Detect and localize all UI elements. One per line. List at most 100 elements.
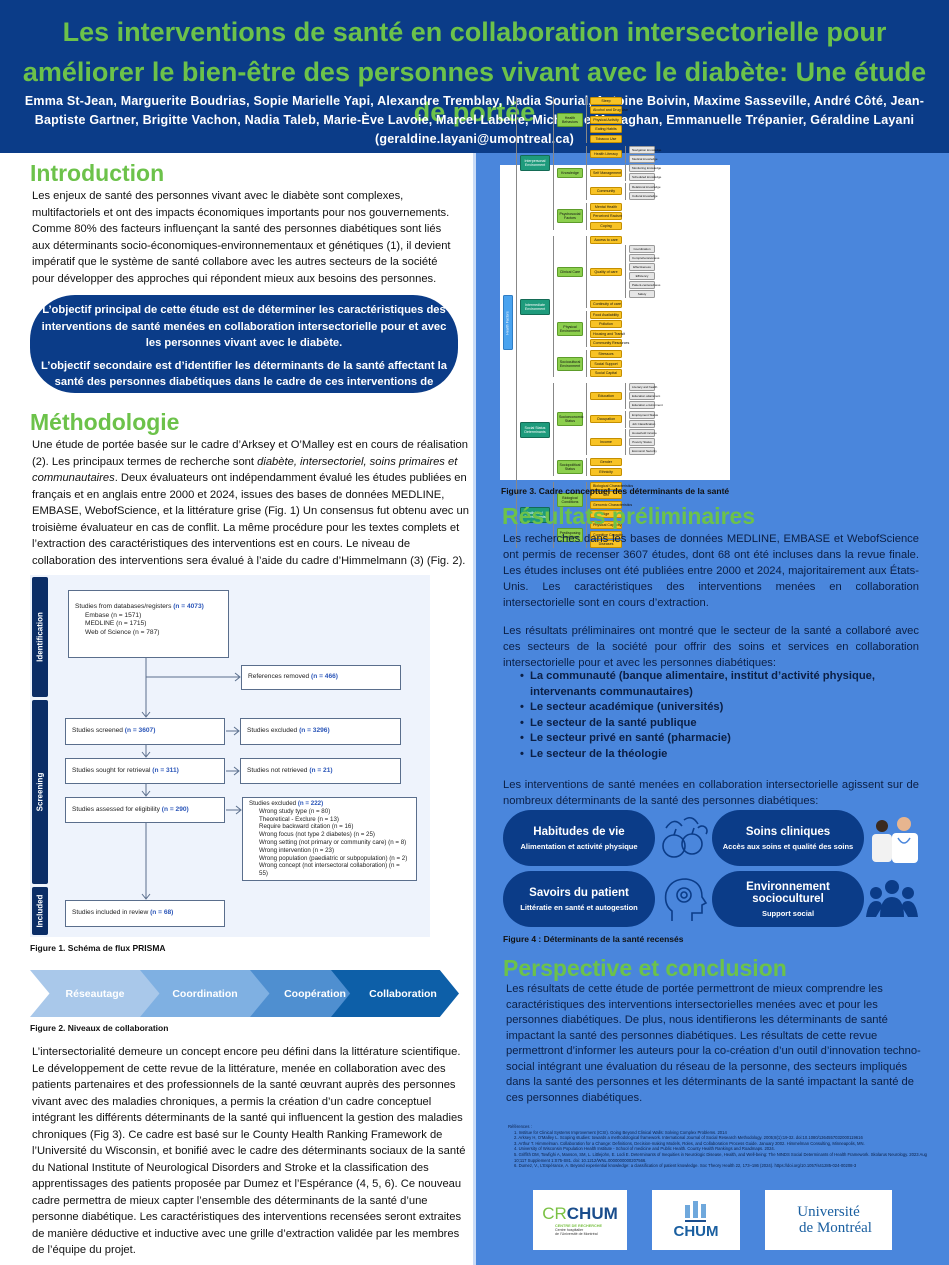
tree-leaf-row: Social Capital [590, 369, 622, 378]
tree-leaf: Education [590, 392, 622, 401]
tree-leaf-row: Community Resources [590, 339, 629, 348]
tree-leaf-row: Physical Activity [590, 115, 622, 124]
poster-header: Les interventions de santé en collaborat… [0, 0, 949, 153]
reference-item: 1. Institue for Clinical Systems Improve… [514, 1129, 727, 1135]
tree-leaf: Pollution [590, 320, 622, 329]
authors: Emma St-Jean, Marguerite Boudrias, Sopie… [24, 94, 925, 146]
tree-leaf: Access to care [590, 235, 622, 244]
prisma-removed-box: References removed (n = 466) [241, 665, 401, 690]
prisma-excluded-box: Studies excluded (n = 3296) [240, 718, 401, 745]
tree-leaf-row: Gender [590, 458, 622, 467]
tree-detail: Education environment [629, 401, 663, 410]
tree-subcategory: Predisposing Conditions [557, 527, 583, 542]
prisma-included-box: Studies included in review (n = 68) [65, 900, 225, 927]
tree-root: Health Factors [503, 295, 513, 350]
tree-detail: Economic Security [629, 447, 657, 456]
tree-leaf-row: Cognitive Capacity [590, 530, 623, 539]
tree-detail: Household income [629, 429, 657, 438]
tree-detail: Navigation knowledge [629, 145, 661, 154]
people-group-icon [866, 880, 918, 917]
tree-detail: Safety [629, 290, 655, 299]
tree-subcategory: Knowledge [557, 167, 583, 178]
objective-box: L’objectif principal de cette étude est … [30, 295, 458, 405]
tree-leaf: Diseases [590, 540, 622, 549]
prisma-excluded-reasons-box: Studies excluded (n = 222) Wrong study t… [242, 797, 417, 881]
conclusion-heading: Perspective et conclusion [503, 955, 787, 981]
tree-leaf: Alcohol and Drug Use [590, 106, 628, 115]
tree-subcategory: Psychosocial Factors [557, 209, 583, 224]
references-label: Références : [508, 1124, 532, 1129]
tree-detail: Monitoring knowledge [629, 164, 661, 173]
prisma-diagram: Identification Screening Included Studie… [30, 575, 430, 937]
results-text-1: Les recherches dans les bases de données… [503, 533, 919, 609]
tree-detail: Job Classification [629, 419, 655, 428]
tree-leaf: Social Capital [590, 369, 622, 378]
results-text-3: Les interventions de santé menées en col… [503, 779, 919, 807]
tree-leaf: Health Literacy [590, 150, 622, 159]
tree-leaf: Cognitive Capacity [590, 530, 623, 539]
figure1-caption: Figure 1. Schéma de flux PRISMA [30, 943, 166, 953]
tree-leaf: Tobacco Use [590, 134, 622, 143]
tree-subcategory: Physical Environment [557, 322, 583, 336]
tree-leaf-row: Perceived Racism [590, 212, 622, 221]
tree-leaf: Food Availability [590, 310, 622, 319]
tree-category: Intermediate Environment [520, 298, 550, 315]
tree-detail: Comprehensiveness [629, 254, 659, 263]
tree-leaf-row: Housing and Transit [590, 329, 625, 338]
tree-leaf-row: Tobacco Use [590, 134, 622, 143]
tree-leaf: Social Support [590, 359, 622, 368]
intro-heading: Introduction [30, 160, 165, 186]
method-text-a: Une étude de portée basée sur le cadre d… [32, 439, 468, 468]
reference-item: 6. Dumez, V., L’Espérance, A. Beyond exp… [514, 1163, 857, 1169]
tree-detail: Employment Status [629, 410, 658, 419]
tree-subcategory: Clinical Care [557, 266, 583, 277]
reference-item: 5. Griffith DM, Towfighi A, Manson, SM, … [514, 1151, 927, 1163]
method-text: Une étude de portée basée sur le cadre d… [32, 437, 472, 569]
tree-leaf: Quality of care [590, 267, 622, 276]
doctors-icon [872, 817, 918, 863]
phase-included: Included [32, 887, 48, 935]
level-collaboration: Collaboration [331, 970, 459, 1017]
tree-leaf-row: Ethnicity [590, 467, 622, 476]
tree-leaf: Mental Health [590, 202, 622, 211]
tree-subcategory: Sociopolitical Status [557, 460, 583, 474]
prisma-arrows [141, 658, 242, 900]
tree-leaf-row: Mental Health [590, 202, 622, 211]
udem-logo: Université de Montréal [765, 1190, 892, 1250]
sector-item: Le secteur de la théologie [520, 747, 920, 763]
fruits-icon [662, 816, 708, 858]
prisma-identified-box: Studies from databases/registers (n = 40… [68, 590, 229, 658]
method-heading: Méthodologie [30, 409, 180, 435]
tree-leaf: Gender [590, 458, 622, 467]
tree-leaf: Self Management [590, 168, 622, 177]
tree-leaf: Biological Characteristics [590, 481, 633, 490]
tree-detail: Education attainment [629, 392, 660, 401]
tree-leaf: Physical Activity [590, 115, 622, 124]
sector-item: Le secteur privé en santé (pharmacie) [520, 731, 920, 747]
tree-detail: Medical knowledge [629, 154, 658, 163]
tree-detail: Relational knowledge [629, 182, 661, 191]
tree-leaf-row: Genomic Characteristics [590, 500, 632, 509]
tree-category: Individual Determinants [520, 507, 550, 523]
tree-leaf-row: Sleep [590, 96, 622, 105]
